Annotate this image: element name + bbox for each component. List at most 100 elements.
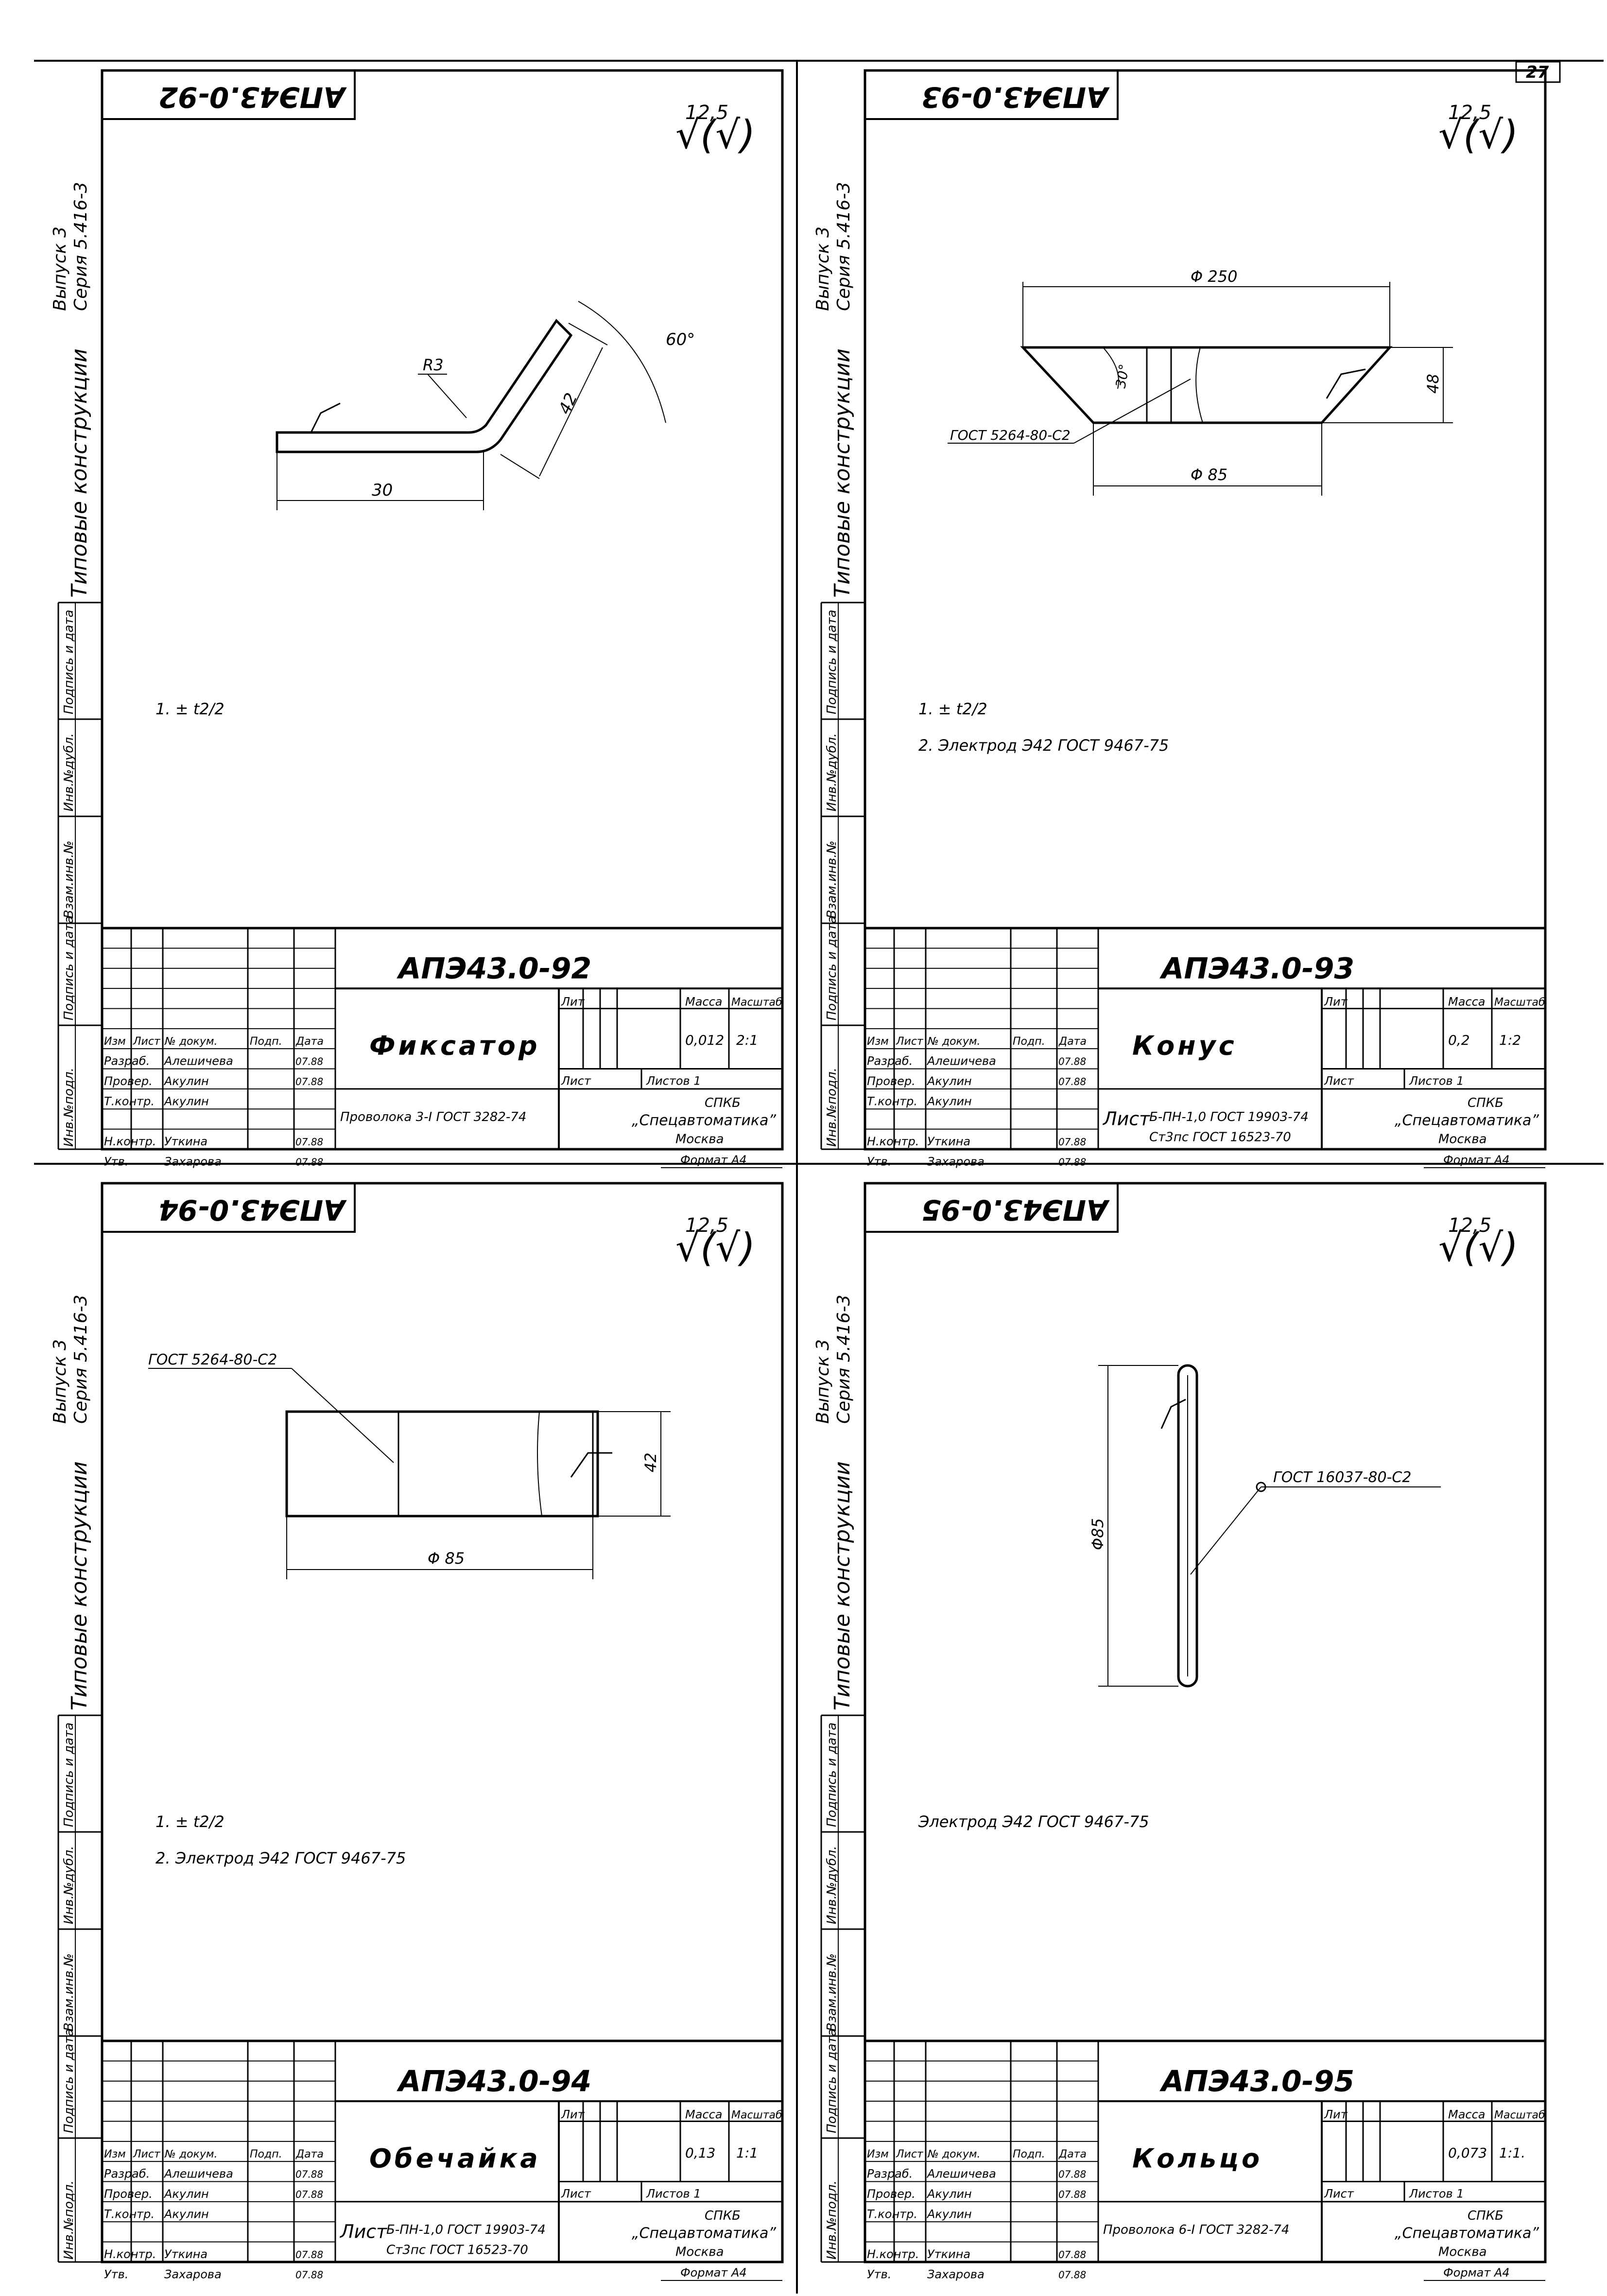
title-date: 07.88 bbox=[1058, 2249, 1086, 2261]
material-prefix: Лист bbox=[1102, 1108, 1151, 1129]
org-title: „Спецавтоматика” bbox=[1395, 1112, 1539, 1129]
title-role: Н.контр. bbox=[867, 1135, 919, 1148]
title-role: Н.контр. bbox=[104, 1135, 156, 1148]
title-role: Т.контр. bbox=[104, 1094, 155, 1108]
header-code: АПЭ43.0-94 bbox=[158, 1193, 347, 1226]
side-stamp-label: Взам.инв.№ bbox=[825, 841, 839, 918]
part-name: Фиксатор bbox=[369, 1031, 540, 1061]
format-label: Формат А4 bbox=[1443, 2266, 1510, 2279]
gost-weld: ГОСТ 5264-80-С2 bbox=[950, 427, 1071, 443]
document-code: АПЭ43.0-92 bbox=[397, 951, 591, 985]
side-stamp-label: Подпись и дата bbox=[825, 610, 839, 714]
document-code: АПЭ43.0-93 bbox=[1159, 951, 1354, 985]
header-code: АПЭ43.0-93 bbox=[921, 81, 1110, 114]
leader-gost bbox=[291, 1368, 394, 1463]
side-stamp-label: Инв.№подл. bbox=[825, 1068, 839, 1147]
title-date: 07.88 bbox=[295, 1136, 323, 1148]
title-date: 07.88 bbox=[295, 2269, 323, 2280]
note-line: 1. ± t2/2 bbox=[918, 700, 987, 718]
format-label: Формат А4 bbox=[680, 1153, 747, 1167]
title-date: 07.88 bbox=[295, 1076, 323, 1088]
weld-mark bbox=[1160, 1398, 1186, 1429]
side-stamp-label: Взам.инв.№ bbox=[62, 1953, 76, 2031]
lit-label: Лит bbox=[1324, 2107, 1348, 2121]
format-label: Формат А4 bbox=[1443, 1153, 1510, 1167]
dim-60: 60° bbox=[666, 330, 695, 349]
note-line: 2. Электрод Э42 ГОСТ 9467-75 bbox=[918, 736, 1169, 755]
series-number: Серия 5.416-3 bbox=[71, 182, 91, 311]
material-line2: Ст3пс ГОСТ 16523-70 bbox=[1149, 1130, 1291, 1144]
shell-part bbox=[285, 1410, 599, 1518]
series-number: Серия 5.416-3 bbox=[834, 182, 854, 311]
title-date: 07.88 bbox=[1058, 1056, 1086, 1068]
title-date: 07.88 bbox=[295, 2249, 323, 2261]
roughness-value: 12,5 bbox=[1448, 102, 1491, 124]
sheets-count-label: Листов 1 bbox=[646, 1074, 701, 1088]
title-header-cell: № докум. bbox=[164, 1036, 217, 1048]
title-header-cell: Подп. bbox=[250, 2148, 282, 2160]
dim-line-42 bbox=[539, 347, 603, 477]
org-name: СПКБ bbox=[705, 2209, 741, 2223]
title-header-cell: Подп. bbox=[250, 1036, 282, 1048]
part-name: Кольцо bbox=[1132, 2143, 1262, 2174]
series-issue: Выпуск 3 bbox=[50, 1339, 70, 1424]
title-role: Разраб. bbox=[867, 1054, 913, 1068]
title-person: Уткина bbox=[164, 1135, 207, 1148]
note-line: 1. ± t2/2 bbox=[156, 700, 225, 718]
title-role: Т.контр. bbox=[867, 1094, 917, 1108]
title-header-cell: Дата bbox=[295, 2148, 324, 2160]
typical-constructions: Типовые конструкции bbox=[830, 1461, 855, 1710]
typical-constructions: Типовые конструкции bbox=[67, 1461, 92, 1710]
material: Б-ПН-1,0 ГОСТ 19903-74 bbox=[386, 2223, 546, 2237]
title-header-cell: Изм bbox=[104, 1036, 126, 1048]
lit-label: Лит bbox=[561, 2107, 585, 2121]
side-stamp-label: Подпись и дата bbox=[825, 916, 839, 1020]
note-line: Электрод Э42 ГОСТ 9467-75 bbox=[918, 1813, 1149, 1831]
title-person: Алешичева bbox=[926, 1054, 996, 1068]
scale-value: 2:1 bbox=[736, 1032, 758, 1048]
sheet-frame bbox=[864, 1182, 1547, 2263]
title-date: 07.88 bbox=[295, 1056, 323, 1068]
gost-weld: ГОСТ 16037-80-С2 bbox=[1273, 1469, 1411, 1486]
scale-value: 1:2 bbox=[1499, 1032, 1521, 1048]
org-city: Москва bbox=[675, 1132, 724, 1147]
title-header-cell: № докум. bbox=[927, 1036, 980, 1048]
sheet-frame bbox=[101, 1182, 784, 2263]
title-date: 07.88 bbox=[1058, 2169, 1086, 2180]
dim-250: Φ 250 bbox=[1191, 267, 1237, 286]
title-header-cell: Дата bbox=[1058, 1036, 1087, 1048]
title-role: Разраб. bbox=[867, 2167, 913, 2181]
dim-85: Φ 85 bbox=[1191, 466, 1227, 484]
scale-label: Масштаб bbox=[1494, 2109, 1545, 2121]
title-header-cell: Лист bbox=[896, 1036, 924, 1048]
mass-label: Масса bbox=[685, 995, 723, 1008]
break-line bbox=[537, 1411, 542, 1517]
scale-value: 1:1. bbox=[1499, 2145, 1525, 2161]
material-line2: Ст3пс ГОСТ 16523-70 bbox=[386, 2243, 528, 2257]
title-person: Алешичева bbox=[926, 2167, 996, 2181]
mass-label: Масса bbox=[1448, 995, 1486, 1008]
header-code-box bbox=[101, 69, 356, 120]
dim-ext bbox=[568, 323, 608, 345]
series-number: Серия 5.416-3 bbox=[71, 1295, 91, 1424]
title-person: Алешичева bbox=[163, 2167, 233, 2181]
side-stamp-label: Инв.№дубл. bbox=[825, 733, 839, 811]
side-stamp-label: Подпись и дата bbox=[62, 610, 76, 714]
title-date: 07.88 bbox=[295, 2189, 323, 2200]
series-issue: Выпуск 3 bbox=[813, 226, 833, 311]
weld-mark bbox=[310, 402, 341, 433]
side-stamp-label: Инв.№дубл. bbox=[825, 1846, 839, 1924]
side-stamp-label: Инв.№подл. bbox=[62, 1068, 76, 1147]
title-role: Провер. bbox=[867, 2187, 916, 2201]
side-stamp-label: Инв.№дубл. bbox=[62, 733, 76, 811]
scale-label: Масштаб bbox=[1494, 996, 1545, 1008]
break-line bbox=[1195, 347, 1203, 423]
sheet-label: Лист bbox=[1324, 1074, 1354, 1088]
title-header-cell: Дата bbox=[1058, 2148, 1087, 2160]
mass-label: Масса bbox=[685, 2107, 723, 2121]
leader-gost bbox=[1190, 1486, 1261, 1575]
sheets-count-label: Листов 1 bbox=[1409, 2187, 1464, 2201]
